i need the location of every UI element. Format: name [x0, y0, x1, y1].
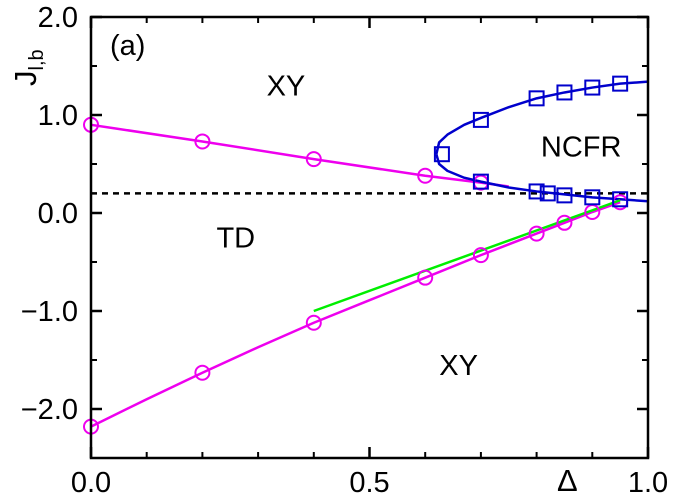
marker-layer: [83, 75, 629, 435]
data-point-square: [556, 187, 573, 204]
region-label: XY: [267, 71, 306, 103]
data-point-circle: [305, 151, 322, 168]
curve-layer: [90, 80, 649, 428]
data-point-square: [612, 75, 629, 92]
data-point-square: [528, 183, 545, 200]
y-axis-label-main: J: [8, 71, 43, 87]
x-tick-label: 1.0: [628, 467, 668, 499]
data-point-square: [472, 173, 489, 190]
panel-label: (a): [110, 30, 145, 62]
curve-lower-magenta: [90, 201, 621, 428]
data-point-square: [539, 185, 556, 202]
y-tick-label: 1.0: [38, 100, 78, 132]
region-label: XY: [439, 350, 478, 382]
y-axis-label-sub: l,b: [26, 49, 48, 70]
text-layer: (a) Jl,b Δ XY NCFR TD XY: [8, 30, 621, 498]
region-label: TD: [216, 223, 255, 255]
data-point-circle: [528, 225, 545, 242]
data-point-circle: [472, 247, 489, 264]
curve-upper-magenta: [90, 123, 509, 188]
curve-lower-blue: [435, 153, 649, 203]
data-point-square: [584, 79, 601, 96]
data-point-square: [612, 191, 629, 208]
y-tick-label: 0.0: [38, 198, 78, 230]
x-tick-label: 0.0: [71, 467, 111, 499]
tick-layer: 0.0 0.5 1.0 2.0 1.0 0.0 −1.0 −2.0: [21, 2, 668, 499]
data-point-circle: [556, 214, 573, 231]
y-tick-label: −2.0: [21, 394, 78, 426]
data-point-square: [556, 84, 573, 101]
x-axis-label: Δ: [557, 463, 578, 498]
y-tick-label: −1.0: [21, 296, 78, 328]
fit-line-green: [313, 199, 621, 313]
y-axis-label: Jl,b: [8, 49, 48, 86]
plot-frame: [89, 15, 650, 460]
region-label: NCFR: [541, 131, 622, 163]
y-tick-label: 2.0: [38, 2, 78, 34]
curve-upper-blue: [435, 80, 649, 155]
data-point-circle: [417, 269, 434, 286]
data-point-circle: [417, 167, 434, 184]
data-point-square: [584, 189, 601, 206]
data-point-circle: [305, 314, 322, 331]
data-point-square: [433, 146, 450, 163]
data-point-square: [472, 111, 489, 128]
x-tick-label: 0.5: [349, 467, 389, 499]
data-point-square: [528, 90, 545, 107]
data-point-circle: [194, 133, 211, 150]
data-point-circle: [194, 364, 211, 381]
